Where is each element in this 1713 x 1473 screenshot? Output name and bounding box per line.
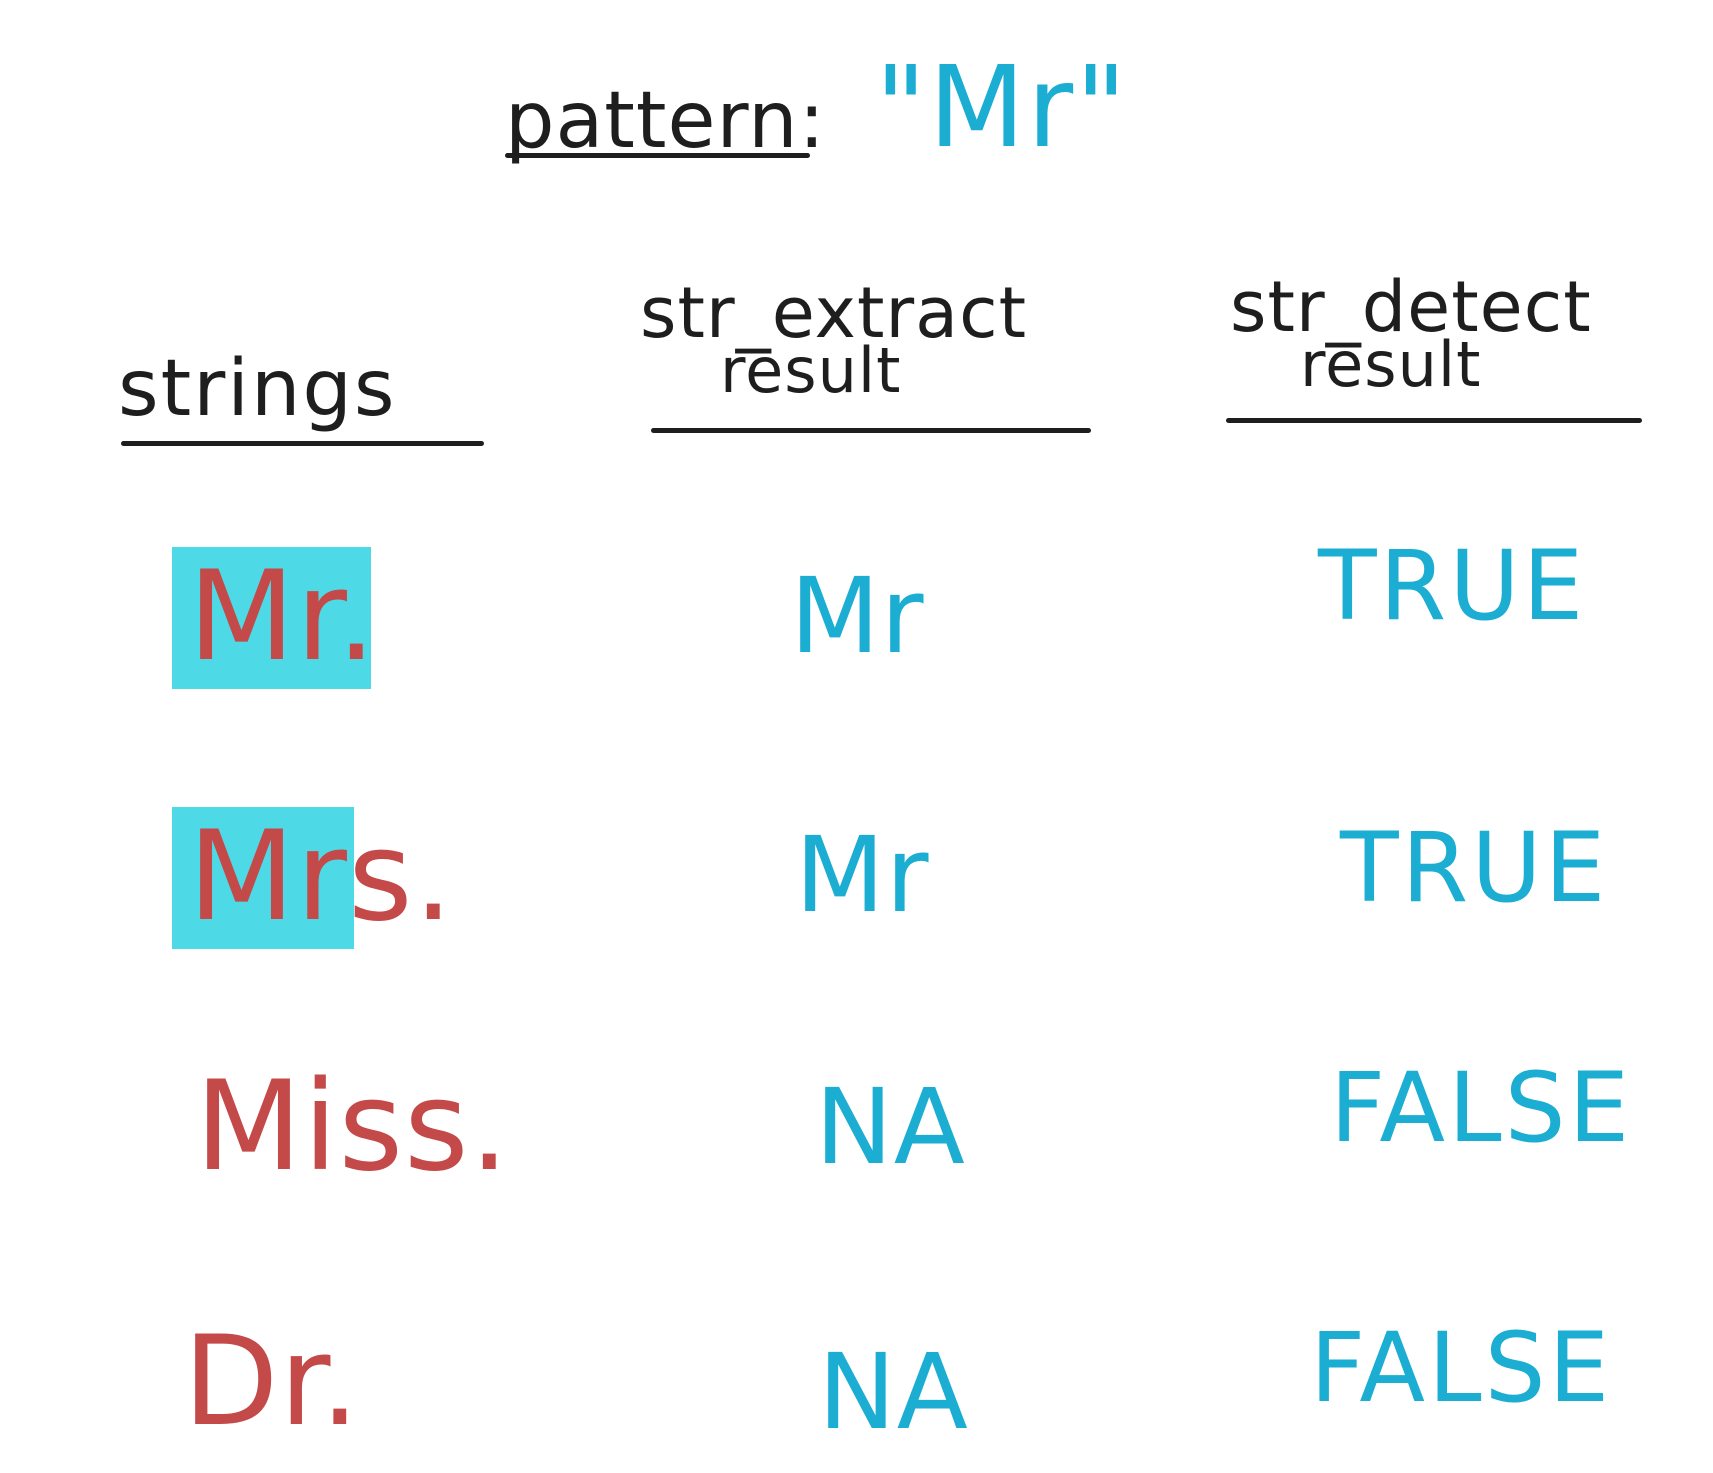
extract-result-row-2: Mr bbox=[795, 814, 930, 936]
extract-result-row-1: Mr bbox=[790, 555, 925, 677]
header-str-extract: str_extract bbox=[640, 272, 1028, 354]
detect-result-row-3: FALSE bbox=[1330, 1052, 1633, 1164]
pattern-value: "Mr" bbox=[875, 43, 1129, 173]
header-strings-underline bbox=[121, 441, 484, 446]
extract-result-row-3: NA bbox=[815, 1066, 966, 1188]
header-str-extract-underline bbox=[651, 428, 1091, 433]
match-highlight-row-2 bbox=[172, 807, 354, 949]
pattern-label: pattern: bbox=[505, 76, 826, 166]
match-highlight-row-1 bbox=[172, 547, 371, 689]
extract-result-row-4: NA bbox=[818, 1331, 969, 1453]
header-str-detect-underline bbox=[1226, 418, 1642, 423]
detect-result-row-2: TRUE bbox=[1340, 812, 1609, 924]
header-str-detect-result: result bbox=[1300, 328, 1482, 401]
pattern-underline bbox=[505, 153, 810, 158]
string-row-4: Dr. bbox=[183, 1310, 361, 1454]
string-row-2: Mrs. bbox=[188, 805, 454, 949]
detect-result-row-4: FALSE bbox=[1310, 1312, 1613, 1424]
detect-result-row-1: TRUE bbox=[1318, 530, 1587, 642]
header-strings: strings bbox=[118, 344, 397, 434]
header-str-detect: str_detect bbox=[1230, 266, 1592, 348]
header-str-extract-result: result bbox=[720, 334, 902, 407]
string-row-3: Miss. bbox=[195, 1055, 511, 1199]
string-row-1: Mr. bbox=[188, 545, 377, 689]
